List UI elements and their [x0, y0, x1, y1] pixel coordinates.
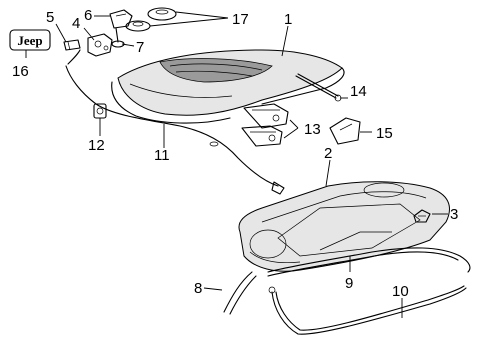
hood-seal-9	[267, 247, 471, 277]
callout-14: 14	[350, 83, 367, 100]
callout-15: 15	[376, 125, 393, 142]
hood-bumpers-17	[125, 7, 177, 32]
hood-latch	[87, 33, 113, 57]
callout-4: 4	[72, 15, 80, 32]
callout-12: 12	[88, 137, 105, 154]
hood-insulator	[238, 181, 450, 272]
leader-lines	[25, 11, 448, 318]
callout-16: 16	[12, 63, 29, 80]
callout-13: 13	[304, 121, 321, 138]
jeep-emblem: Jeep	[9, 29, 51, 51]
hood-hinges	[241, 103, 289, 147]
callout-9: 9	[345, 275, 353, 292]
seal-piece-8	[223, 271, 257, 315]
callout-6: 6	[84, 7, 92, 24]
callout-10: 10	[392, 283, 409, 300]
callout-17: 17	[232, 11, 249, 28]
hood-bumper	[63, 39, 81, 51]
release-handle	[109, 9, 133, 29]
hood-seal-10	[268, 285, 467, 335]
callout-8: 8	[194, 280, 202, 297]
callout-3: 3	[450, 206, 458, 223]
callouts: 1 2 3 4 5 6 7 8 9 10 11 12 13 14 15 16 1…	[12, 7, 458, 300]
callout-11: 11	[154, 147, 170, 164]
rod-bracket	[329, 117, 361, 145]
callout-7: 7	[136, 39, 144, 56]
hood-panel	[111, 49, 345, 124]
retainer-clip-3	[413, 209, 431, 223]
callout-2: 2	[324, 145, 332, 162]
callout-1: 1	[284, 11, 292, 28]
release-cable	[65, 49, 285, 195]
callout-5: 5	[46, 9, 54, 26]
emblem-text: Jeep	[17, 33, 42, 48]
